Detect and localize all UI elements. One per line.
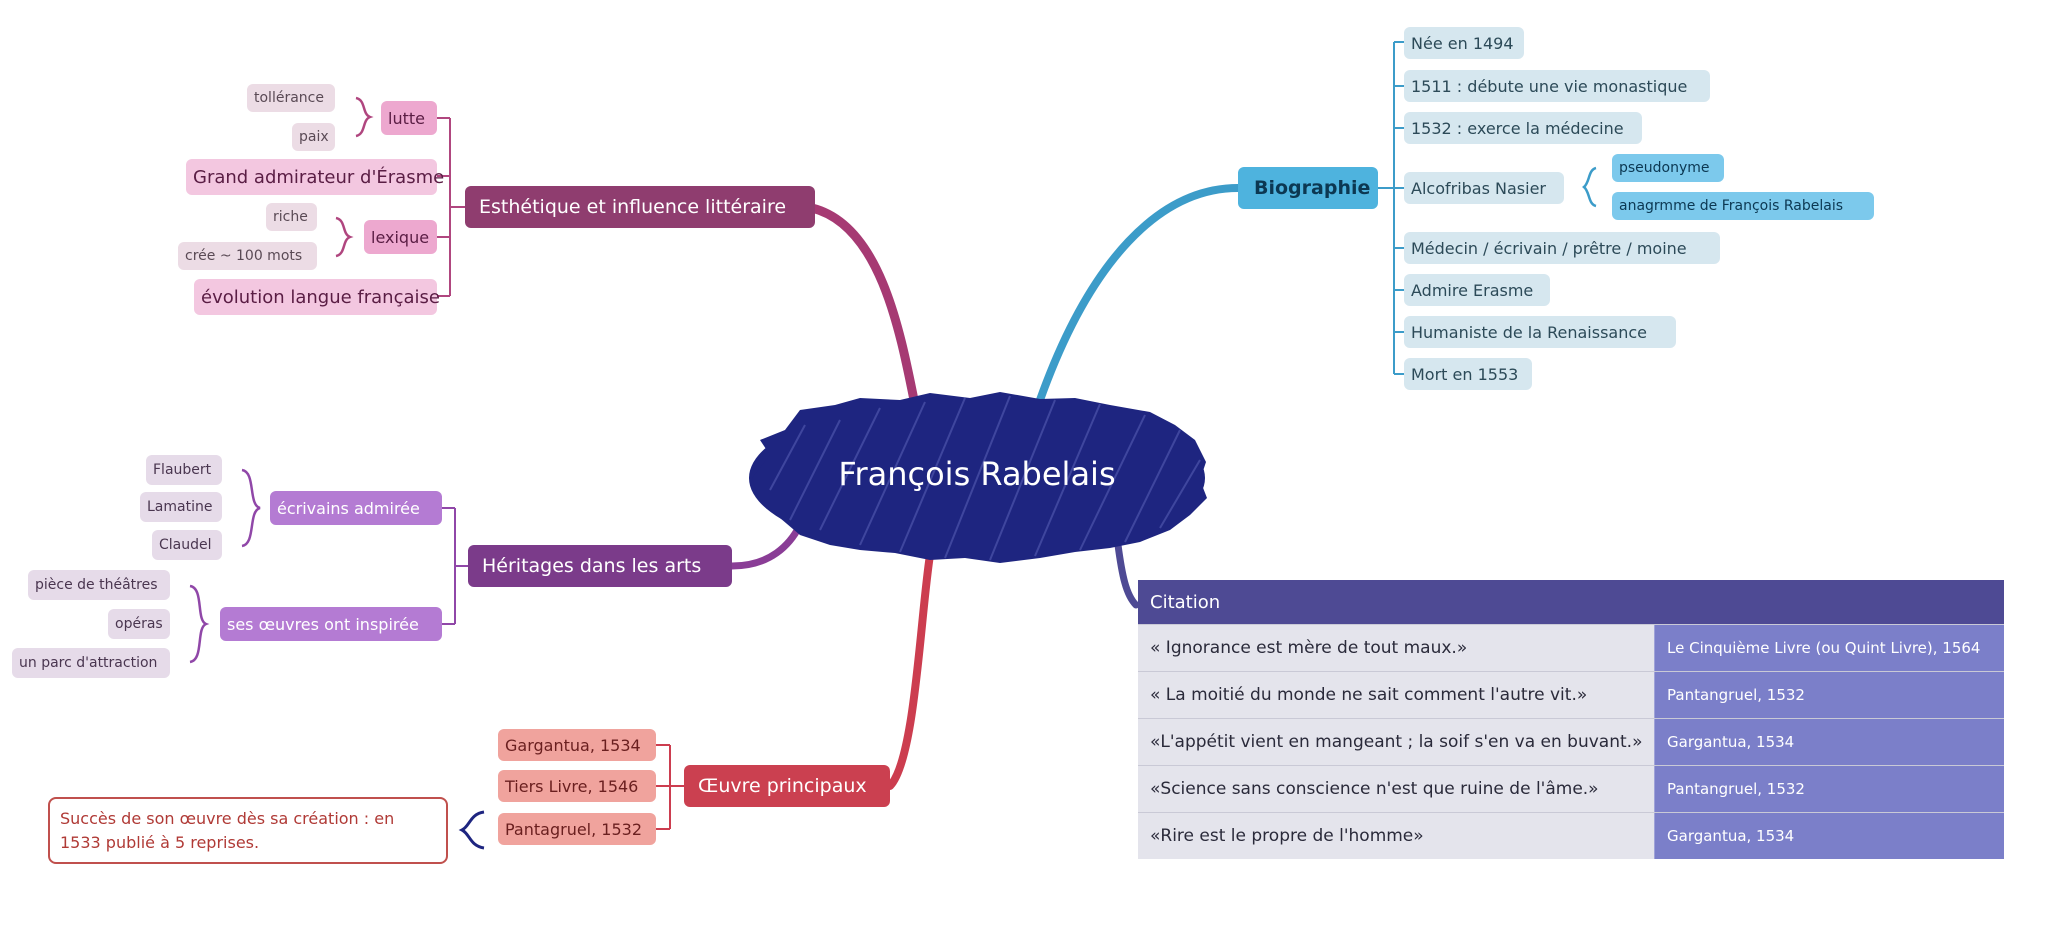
table-row[interactable]: « La moitié du monde ne sait comment l'a…	[1138, 671, 2004, 718]
quote-cell: «L'appétit vient en mangeant ; la soif s…	[1138, 719, 1654, 765]
paix-node[interactable]: paix	[292, 123, 335, 151]
bio-item-alcofribas[interactable]: Alcofribas Nasier	[1404, 172, 1564, 204]
oeuvres-inspiree-node[interactable]: ses œuvres ont inspirée	[220, 607, 442, 641]
oeuvre-node[interactable]: Œuvre principaux	[684, 765, 890, 807]
bio-item-7[interactable]: Humaniste de la Renaissance	[1404, 316, 1676, 348]
quote-cell: « La moitié du monde ne sait comment l'a…	[1138, 672, 1654, 718]
branch-citation	[1114, 541, 1140, 609]
success-note[interactable]: Succès de son œuvre dès sa création : en…	[48, 797, 448, 864]
ecrivains-node[interactable]: écrivains admirée	[270, 491, 442, 525]
citation-table: Citation « Ignorance est mère de tout ma…	[1138, 580, 2004, 859]
heritages-node[interactable]: Héritages dans les arts	[468, 545, 732, 587]
branch-esthetique	[807, 203, 920, 410]
bio-item-6[interactable]: Admire Erasme	[1404, 274, 1550, 306]
cree-100-mots-node[interactable]: crée ~ 100 mots	[178, 242, 317, 270]
table-row[interactable]: « Ignorance est mère de tout maux.» Le C…	[1138, 624, 2004, 671]
piece-theatres-node[interactable]: pièce de théâtres	[28, 570, 170, 600]
bio-item-1[interactable]: Née en 1494	[1404, 27, 1524, 59]
center-title[interactable]: François Rabelais	[838, 455, 1116, 493]
tolerance-node[interactable]: tollérance	[247, 84, 335, 112]
source-cell: Pantangruel, 1532	[1654, 672, 2004, 718]
biographie-node[interactable]: Biographie	[1238, 167, 1378, 209]
table-row[interactable]: «Rire est le propre de l'homme» Gargantu…	[1138, 812, 2004, 859]
lamatine-node[interactable]: Lamatine	[140, 492, 222, 522]
evolution-node[interactable]: évolution langue française	[194, 279, 440, 315]
tiers-livre-node[interactable]: Tiers Livre, 1546	[498, 770, 656, 802]
lexique-node[interactable]: lexique	[364, 220, 437, 254]
bio-item-3[interactable]: 1532 : exerce la médecine	[1404, 112, 1642, 144]
riche-node[interactable]: riche	[266, 203, 317, 231]
esthetique-node[interactable]: Esthétique et influence littéraire	[465, 186, 815, 228]
bio-item-2[interactable]: 1511 : débute une vie monastique	[1404, 70, 1710, 102]
pantagruel-node[interactable]: Pantagruel, 1532	[498, 813, 656, 845]
parc-attraction-node[interactable]: un parc d'attraction	[12, 648, 170, 678]
citation-title[interactable]: Citation	[1138, 580, 2004, 624]
operas-node[interactable]: opéras	[108, 609, 170, 639]
quote-cell: «Rire est le propre de l'homme»	[1138, 813, 1654, 859]
quote-cell: «Science sans conscience n'est que ruine…	[1138, 766, 1654, 812]
pseudonyme-node[interactable]: pseudonyme	[1612, 154, 1724, 182]
lutte-node[interactable]: lutte	[381, 101, 437, 135]
branch-biographie	[1036, 184, 1242, 404]
source-cell: Gargantua, 1534	[1654, 813, 2004, 859]
branch-oeuvre	[886, 551, 934, 790]
claudel-node[interactable]: Claudel	[152, 530, 222, 560]
table-row[interactable]: «Science sans conscience n'est que ruine…	[1138, 765, 2004, 812]
flaubert-node[interactable]: Flaubert	[146, 455, 222, 485]
quote-cell: « Ignorance est mère de tout maux.»	[1138, 625, 1654, 671]
table-row[interactable]: «L'appétit vient en mangeant ; la soif s…	[1138, 718, 2004, 765]
erasme-node[interactable]: Grand admirateur d'Érasme	[186, 159, 444, 195]
branch-heritages	[728, 521, 804, 570]
source-cell: Pantangruel, 1532	[1654, 766, 2004, 812]
center-blob	[749, 392, 1207, 563]
bio-item-5[interactable]: Médecin / écrivain / prêtre / moine	[1404, 232, 1720, 264]
gargantua-node[interactable]: Gargantua, 1534	[498, 729, 656, 761]
source-cell: Gargantua, 1534	[1654, 719, 2004, 765]
anagramme-node[interactable]: anagrmme de François Rabelais	[1612, 192, 1874, 220]
bio-item-8[interactable]: Mort en 1553	[1404, 358, 1532, 390]
source-cell: Le Cinquième Livre (ou Quint Livre), 156…	[1654, 625, 2004, 671]
